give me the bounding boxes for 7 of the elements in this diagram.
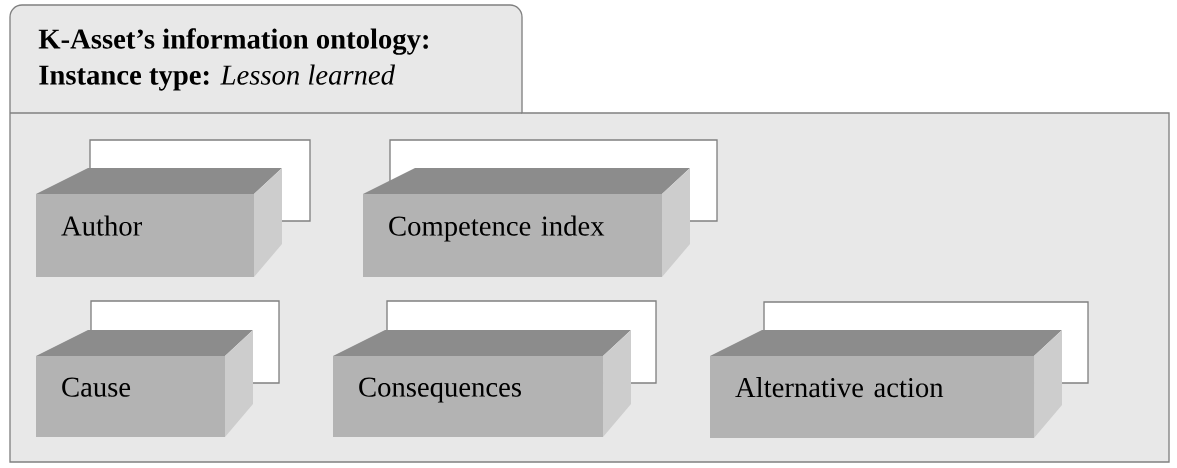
box-3d: Cause [36, 300, 280, 437]
node-label: Cause [62, 377, 131, 397]
node-label: Consequences [359, 377, 521, 403]
box-3d: Author [36, 139, 311, 277]
box-3d: Competence index [363, 139, 718, 277]
box-3d: Consequences [333, 300, 657, 437]
box-3d: Alternative action [710, 301, 1089, 438]
